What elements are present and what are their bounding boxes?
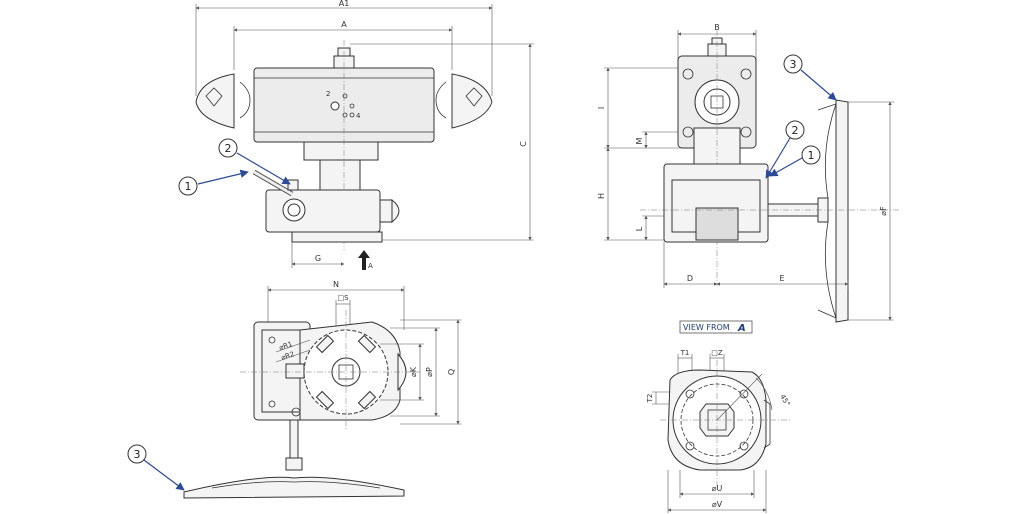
svg-text:2: 2 <box>326 90 330 98</box>
svg-text:1: 1 <box>185 180 192 193</box>
angle-45-label: 45° <box>778 393 791 408</box>
top-view: N □S ⌀R1 ⌀R2 ⌀K <box>127 280 462 499</box>
callout-2-side: 2 <box>765 120 805 179</box>
dim-b-label: B <box>714 23 720 32</box>
dim-t1-label: T1 <box>680 349 690 357</box>
dim-r2-label: ⌀R2 <box>280 350 295 362</box>
dim-a-label: A <box>341 20 347 29</box>
dim-e-label: E <box>779 274 784 283</box>
dim-h-label: H <box>597 193 606 199</box>
dim-i-label: I <box>597 107 606 109</box>
dim-g-label: G <box>315 254 321 263</box>
view-arrow-a-label: A <box>368 262 373 270</box>
view-from-title: VIEW FROM <box>683 323 730 332</box>
side-view: B I M H L <box>597 23 900 323</box>
dim-t2-label: T2 <box>646 394 654 404</box>
dim-c-label: C <box>519 141 528 147</box>
svg-text:2: 2 <box>225 142 232 155</box>
dim-r1-label: ⌀R1 <box>278 340 293 352</box>
view-from-a: VIEW FROM A T1 □Z T2 45° <box>646 320 791 513</box>
dim-d-label: D <box>687 274 693 283</box>
dim-m-label: M <box>635 137 644 144</box>
dim-n-label: N <box>333 280 339 289</box>
callout-1-side: 1 <box>769 145 821 177</box>
svg-text:3: 3 <box>134 448 141 461</box>
svg-text:4: 4 <box>356 112 361 120</box>
dim-z-label: □Z <box>711 349 723 357</box>
dim-s-label: □S <box>337 294 349 302</box>
callout-3-top: 3 <box>127 444 185 491</box>
dim-k-label: ⌀K <box>409 366 418 377</box>
dim-u-label: ⌀U <box>712 484 723 493</box>
dim-p-label: ⌀P <box>425 367 434 377</box>
callout-1-front: 1 <box>178 169 249 196</box>
svg-text:3: 3 <box>790 58 797 71</box>
dim-v-label: ⌀V <box>712 500 723 509</box>
front-view: A1 A C 2 4 <box>178 0 534 270</box>
svg-text:2: 2 <box>792 124 799 137</box>
dim-q-label: Q <box>447 369 456 375</box>
dim-f-label: ⌀F <box>879 206 888 216</box>
svg-text:1: 1 <box>808 149 815 162</box>
callout-3-side: 3 <box>783 54 837 101</box>
view-from-letter: A <box>737 323 746 334</box>
callout-2-front: 2 <box>218 138 291 185</box>
dim-a1-label: A1 <box>339 0 350 8</box>
dim-l-label: L <box>635 226 644 231</box>
